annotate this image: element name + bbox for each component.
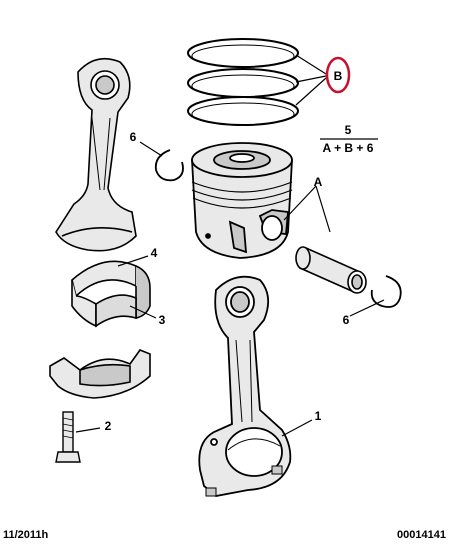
- connecting-rod-main: [198, 275, 292, 497]
- callout-6-bottom: 6: [343, 313, 350, 327]
- gudgeon-pin: [295, 246, 367, 294]
- callout-5: 5: [345, 123, 352, 137]
- piston: [191, 142, 293, 259]
- circlip-left: [154, 149, 184, 182]
- bearing-shell-upper: [71, 260, 151, 328]
- cap-bolt: [55, 411, 81, 463]
- circlip-right: [370, 275, 402, 308]
- highlight-circle: [325, 56, 351, 94]
- footer-reference-number: 00014141: [397, 529, 446, 541]
- bearing-cap: [49, 349, 151, 399]
- callout-6-top: 6: [130, 130, 137, 144]
- leader-lines: [75, 141, 385, 437]
- footer-date: 11/2011h: [3, 529, 49, 541]
- callout-2: 2: [105, 419, 112, 433]
- callout-a: A: [314, 175, 323, 189]
- callout-b-label: B: [334, 69, 343, 83]
- formula-block: 5 A + B + 6: [320, 123, 378, 155]
- rod-big-end-bore: [225, 427, 283, 477]
- connecting-rod-upper: [55, 57, 137, 252]
- callout-3: 3: [159, 313, 166, 327]
- ring-leader-lines: [295, 54, 327, 106]
- callout-b: B: [325, 56, 351, 94]
- piston-rings: [187, 38, 299, 126]
- callout-4: 4: [151, 246, 158, 260]
- callout-1: 1: [315, 409, 322, 423]
- formula-text: A + B + 6: [323, 141, 374, 155]
